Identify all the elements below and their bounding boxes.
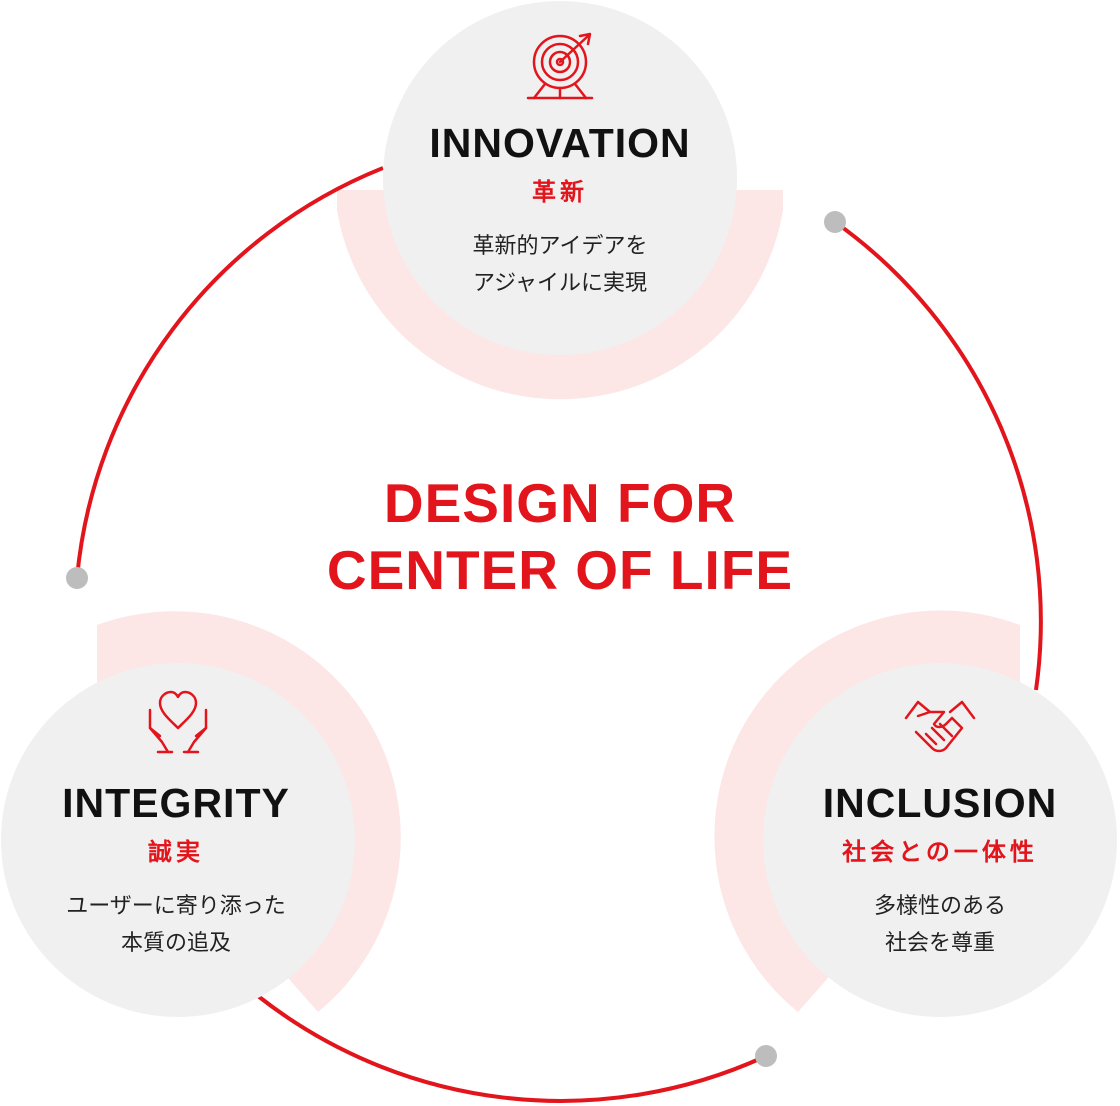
handshake-icon <box>904 700 976 753</box>
center-title: DESIGN FOR CENTER OF LIFE <box>260 470 860 604</box>
innovation-subtitle: 革新 <box>532 178 588 206</box>
center-title-line2: CENTER OF LIFE <box>326 539 794 601</box>
connector-dot <box>755 1045 777 1067</box>
innovation-desc-line2: アジャイルに実現 <box>472 271 648 296</box>
inclusion-title: INCLUSION <box>822 780 1058 826</box>
innovation-title: INNOVATION <box>429 120 691 166</box>
integrity-description: ユーザーに寄り添った 本質の追及 <box>6 888 346 962</box>
integrity-title: INTEGRITY <box>62 780 290 826</box>
target-icon <box>526 32 594 100</box>
inclusion-subtitle: 社会との一体性 <box>842 838 1038 866</box>
integrity-desc-line2: 本質の追及 <box>120 931 231 956</box>
inclusion-circle <box>763 663 1117 1017</box>
arc-innovation-to-inclusion <box>833 220 1043 691</box>
connector-dot <box>66 567 88 589</box>
integrity-circle <box>1 663 355 1017</box>
integrity-subtitle: 誠実 <box>148 838 204 866</box>
center-title-line1: DESIGN FOR <box>383 472 737 534</box>
arc-inclusion-to-integrity <box>256 994 767 1103</box>
innovation-desc-line1: 革新的アイデアを <box>472 234 648 259</box>
arc-integrity-to-innovation <box>75 166 384 579</box>
integrity-node: INTEGRITY 誠実 ユーザーに寄り添った 本質の追及 <box>6 783 346 962</box>
inclusion-desc-line2: 社会を尊重 <box>884 931 995 956</box>
inclusion-desc-line1: 多様性のある <box>873 894 1006 919</box>
heart-hands-icon <box>148 690 208 754</box>
connector-dot <box>824 211 846 233</box>
innovation-node: INNOVATION 革新 革新的アイデアを アジャイルに実現 <box>390 123 730 302</box>
inclusion-description: 多様性のある 社会を尊重 <box>770 888 1110 962</box>
innovation-circle <box>383 1 737 355</box>
innovation-description: 革新的アイデアを アジャイルに実現 <box>390 228 730 302</box>
integrity-desc-line1: ユーザーに寄り添った <box>66 894 286 919</box>
inclusion-node: INCLUSION 社会との一体性 多様性のある 社会を尊重 <box>770 783 1110 962</box>
